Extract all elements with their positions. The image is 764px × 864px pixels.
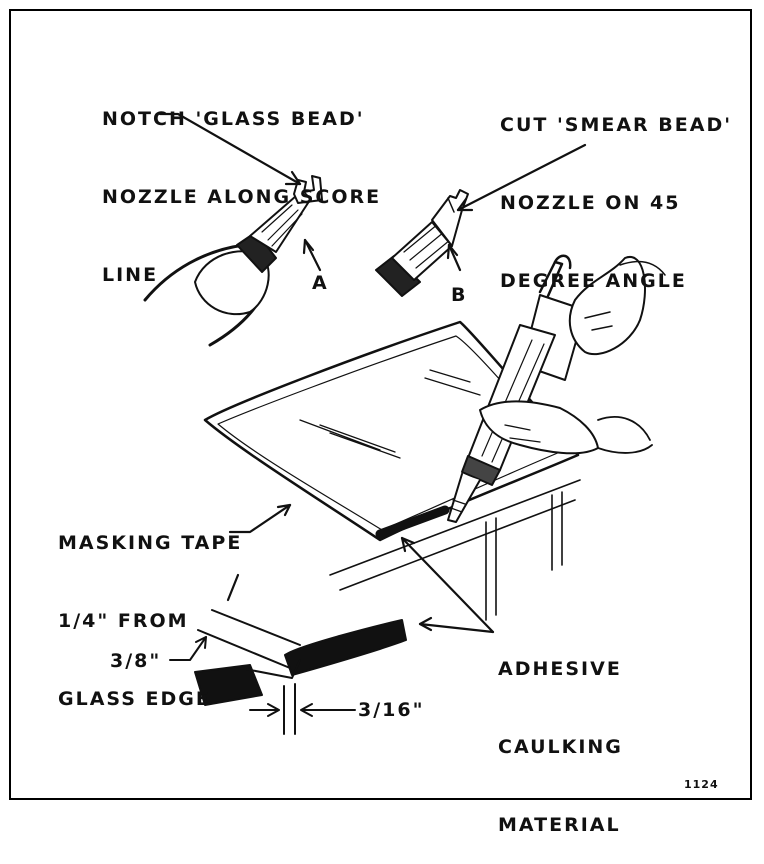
callout-glass-bead-line-1: NOTCH 'GLASS BEAD': [102, 108, 365, 130]
applied-bead: [375, 505, 450, 539]
callout-smear-bead-line-3: DEGREE ANGLE: [500, 270, 687, 292]
callout-masking-tape-line-3: GLASS EDGE: [58, 688, 211, 710]
callout-glass-bead-line-2: NOZZLE ALONG SCORE: [102, 186, 382, 208]
glass-bead-nozzle: [143, 175, 323, 347]
callout-glass-bead: NOTCH 'GLASS BEAD' NOZZLE ALONG SCORE LI…: [102, 54, 381, 314]
callout-smear-bead-line-1: CUT 'SMEAR BEAD': [500, 114, 733, 136]
work-stand: [329, 479, 581, 621]
callout-smear-bead-line-2: NOZZLE ON 45: [500, 192, 681, 214]
leader-lines: [158, 112, 587, 634]
figure-frame: [9, 9, 752, 800]
cross-section-detail: [169, 573, 407, 735]
label-a: A: [312, 272, 329, 294]
windshield-glass: [203, 320, 580, 542]
figure-number: 1124: [684, 778, 719, 791]
callout-masking-tape-line-2: 1/4" FROM: [58, 610, 189, 632]
callout-glass-bead-line-3: LINE: [102, 264, 159, 286]
callout-adhesive-line-1: ADHESIVE: [498, 658, 622, 680]
callout-adhesive: ADHESIVE CAULKING MATERIAL: [498, 604, 623, 864]
callout-masking-tape: MASKING TAPE 1/4" FROM GLASS EDGE: [58, 478, 242, 738]
dimension-gap: 3/16": [358, 699, 425, 721]
illustration: [143, 112, 666, 735]
label-b: B: [451, 284, 468, 306]
hands: [479, 255, 666, 455]
dimension-width: 3/8": [110, 650, 162, 672]
callout-adhesive-line-3: MATERIAL: [498, 814, 621, 836]
smear-bead-nozzle: [375, 189, 469, 297]
callout-smear-bead: CUT 'SMEAR BEAD' NOZZLE ON 45 DEGREE ANG…: [500, 60, 732, 320]
callout-adhesive-line-2: CAULKING: [498, 736, 623, 758]
callout-masking-tape-line-1: MASKING TAPE: [58, 532, 243, 554]
